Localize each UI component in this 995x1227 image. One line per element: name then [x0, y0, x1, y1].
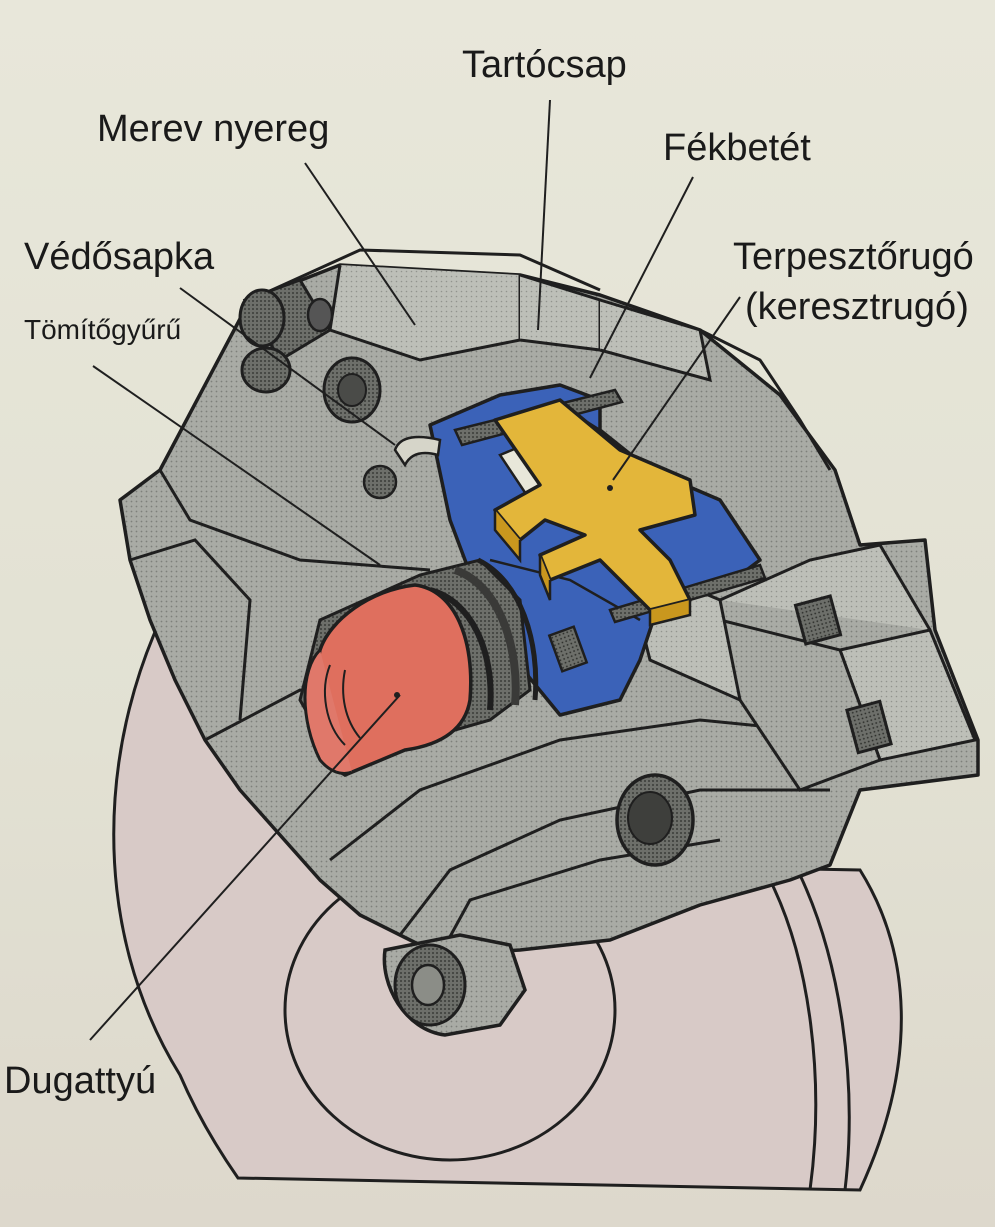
guide-bolt: [322, 356, 893, 867]
label-tartocsap: Tartócsap: [462, 44, 627, 86]
label-keresztrugo: (keresztrugó): [745, 286, 969, 328]
bleed-cap: [238, 278, 334, 394]
label-tomitogyuru: Tömítőgyűrű: [24, 314, 182, 345]
label-vedosapka: Védősapka: [24, 236, 215, 278]
label-terpesztorugo: Terpesztőrugó: [733, 236, 974, 278]
label-dugattyu: Dugattyú: [4, 1060, 157, 1102]
label-merev-nyereg: Merev nyereg: [97, 108, 330, 150]
piston-assembly: [298, 557, 539, 777]
label-fekbetet: Fékbetét: [663, 127, 811, 169]
mounting-eye: [382, 933, 527, 1037]
cross-spring: [493, 398, 697, 627]
leader-lines: [89, 99, 741, 1041]
